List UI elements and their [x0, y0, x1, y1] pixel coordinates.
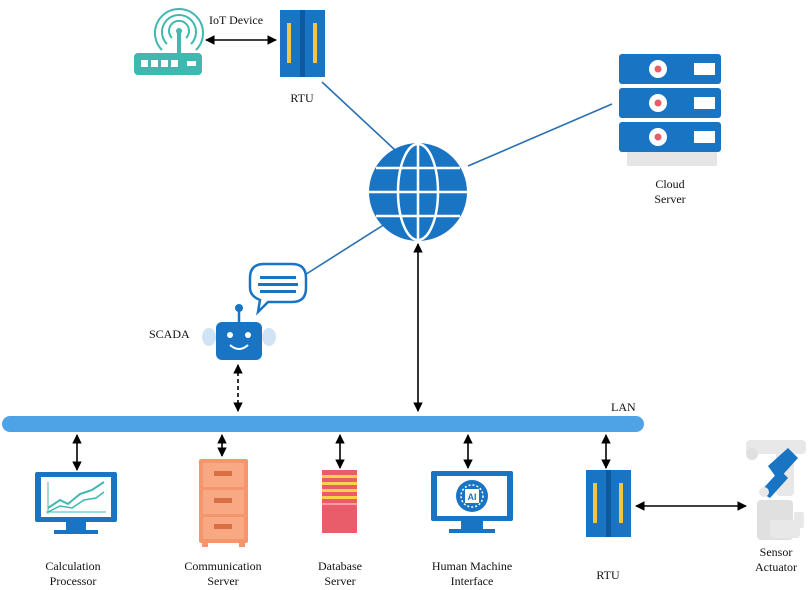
label-cloud-server-2: Server [654, 192, 686, 206]
globe-icon [369, 142, 467, 242]
label-rtu-top: RTU [290, 91, 314, 105]
label-cloud-server-1: Cloud [655, 177, 685, 191]
monitor-ai-icon: AI [431, 471, 513, 533]
label-sensor-2: Actuator [755, 560, 797, 574]
robot-icon [202, 304, 276, 360]
label-hmi-1: Human Machine [431, 559, 513, 573]
cloud-server-icon [619, 54, 721, 166]
label-hmi-2: Interface [450, 574, 494, 588]
link-rtu-globe [321, 81, 396, 151]
lan-bus-bar [2, 416, 644, 432]
file-cabinet-icon [199, 459, 248, 547]
label-db-1: Database [318, 559, 362, 573]
label-calc-2: Processor [49, 574, 97, 588]
label-rtu-bottom: RTU [596, 568, 620, 582]
label-iot-device: IoT Device [209, 13, 264, 27]
link-cloud-globe [467, 103, 613, 167]
link-scada-globe [299, 223, 386, 279]
label-sensor-1: Sensor [759, 545, 793, 559]
rtu-icon [280, 10, 325, 77]
robot-arm-icon [746, 440, 806, 540]
database-server-icon [322, 470, 357, 533]
router-icon [134, 8, 204, 75]
chat-bubble-icon [248, 262, 308, 316]
label-comm-1: Communication [184, 559, 262, 573]
label-lan: LAN [611, 400, 636, 414]
hmi-ai-chip-text: AI [468, 492, 477, 502]
label-calc-1: Calculation [45, 559, 101, 573]
label-comm-2: Server [207, 574, 239, 588]
label-scada: SCADA [149, 327, 190, 341]
label-db-2: Server [324, 574, 356, 588]
rtu-icon-bottom [586, 470, 631, 537]
monitor-chart-icon [35, 472, 117, 534]
